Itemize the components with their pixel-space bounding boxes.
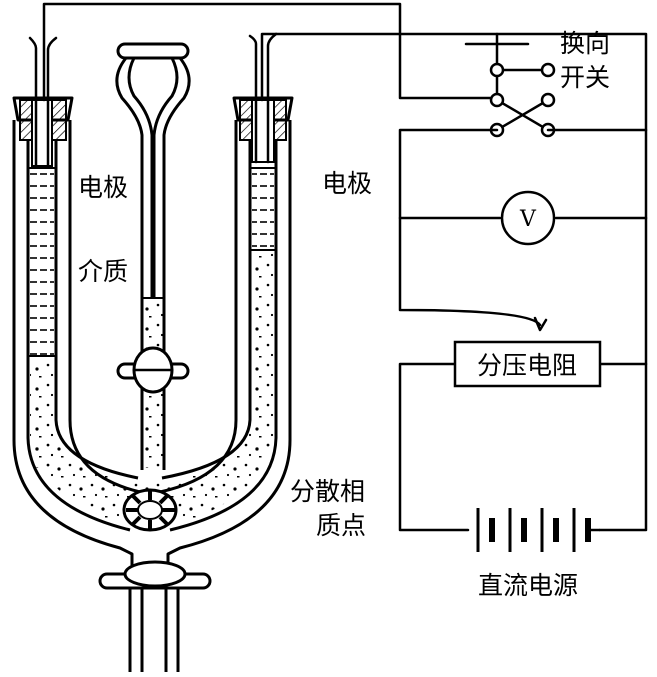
electrode-left-label: 电极 bbox=[78, 173, 128, 202]
dc-battery bbox=[476, 508, 600, 552]
voltage-divider-resistor: 分压电阻 bbox=[453, 340, 602, 388]
voltmeter: V bbox=[500, 190, 556, 246]
dispersed-particles-label-2: 质点 bbox=[316, 511, 366, 540]
voltage-divider-label: 分压电阻 bbox=[477, 351, 577, 380]
left-electrode bbox=[12, 2, 492, 168]
reversing-switch-label-1: 换向 bbox=[560, 29, 610, 58]
colloid-region bbox=[30, 252, 274, 526]
dc-power-label: 直流电源 bbox=[478, 571, 578, 600]
reversing-switch-label-2: 开关 bbox=[560, 63, 610, 92]
medium-liquid bbox=[28, 167, 276, 357]
bottom-outlet bbox=[98, 560, 212, 672]
electrode-right-label: 电极 bbox=[322, 169, 372, 198]
dispersed-particles-label-1: 分散相 bbox=[290, 477, 365, 506]
center-funnel-tube bbox=[115, 42, 191, 470]
circuit-wires bbox=[398, 128, 648, 532]
right-electrode bbox=[232, 32, 648, 532]
bottom-stopcock bbox=[122, 488, 178, 532]
reversing-switch bbox=[464, 32, 556, 138]
voltmeter-label: V bbox=[519, 207, 537, 232]
medium-label: 介质 bbox=[78, 257, 128, 286]
u-tube bbox=[12, 120, 292, 575]
